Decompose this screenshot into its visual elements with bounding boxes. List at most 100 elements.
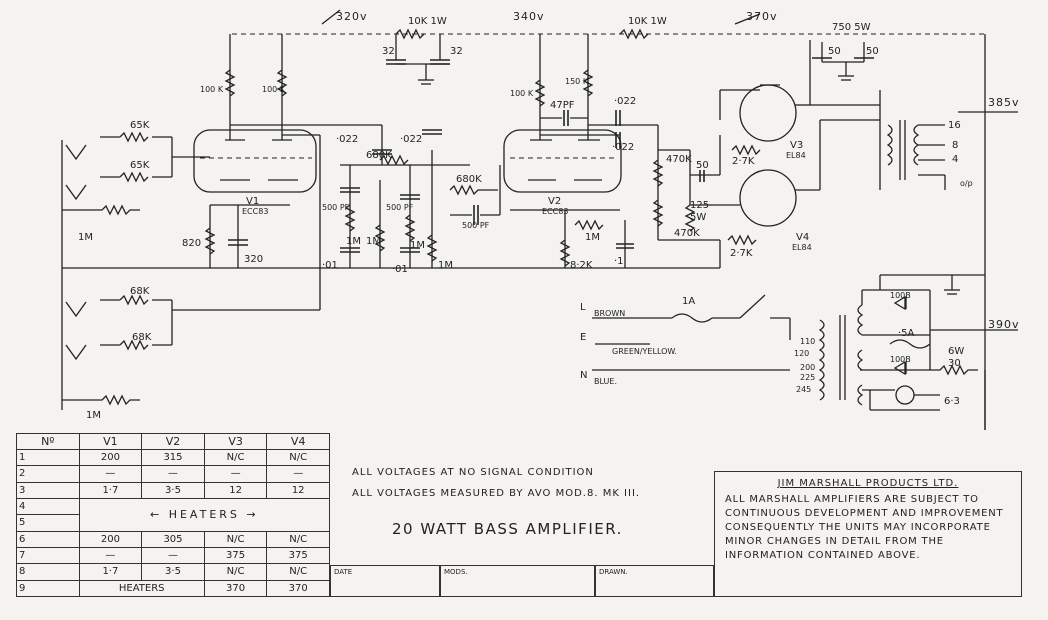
r65k-a-label: 65K <box>130 120 150 131</box>
r680k-a-label: 680K <box>366 150 392 161</box>
tube-v2 <box>503 34 658 268</box>
table-row: 6 200 305 N/C N/C <box>16 530 330 548</box>
c500pf-c-label: 500 PF <box>462 221 490 230</box>
c022-c-label: ·022 <box>614 96 636 107</box>
col-v3: V3 <box>203 433 268 450</box>
model-title: 20 WATT BASS AMPLIFIER. <box>392 520 623 538</box>
r100k-c-label: 100 K <box>510 89 534 98</box>
r100k-b-label: 100 K <box>262 85 286 94</box>
heaters-label: ← HEATERS → <box>78 497 331 532</box>
green-label: GREEN/YELLOW. <box>612 347 677 356</box>
mains-n-label: N <box>580 370 587 381</box>
col-no: Nº <box>16 433 80 450</box>
r1m-v2-label: 1M <box>585 232 600 243</box>
table-row: 4 ← HEATERS → <box>16 497 331 532</box>
table-row: 1 200 315 N/C N/C <box>16 448 330 467</box>
company-name: JIM MARSHALL PRODUCTS LTD. <box>777 478 959 489</box>
title-block: DATE MODS. DRAWN. <box>330 565 714 597</box>
r30w-label: 6W <box>948 346 964 357</box>
c01-a-label: ·01 <box>322 260 338 271</box>
drawn-cell: DRAWN. <box>595 565 714 597</box>
v2-label: V2 <box>548 196 561 207</box>
r125w-label: 5W <box>690 212 706 223</box>
fuse2-label: ·5A <box>898 328 915 339</box>
c022-a-label: ·022 <box>336 134 358 145</box>
r27k-b-label: 2·7K <box>730 248 753 259</box>
mods-cell: MODS. <box>440 565 595 597</box>
r65k-b-label: 65K <box>130 160 150 171</box>
fuse-label: 1A <box>682 296 695 307</box>
pot1m-a-label: 1M <box>346 236 361 247</box>
filter-block-2: 10K 1W 750 5W 50 50 <box>619 16 879 81</box>
svg-text:32: 32 <box>382 46 395 57</box>
col-v1: V1 <box>78 433 143 450</box>
r30-label: 30 <box>948 358 961 369</box>
voltage-table-header: Nº V1 V2 V3 V4 <box>16 433 330 450</box>
voltage-340v: 340v <box>513 10 545 23</box>
tap225-label: 225 <box>800 373 815 382</box>
out8-label: 8 <box>952 140 958 151</box>
svg-text:32: 32 <box>450 46 463 57</box>
mains-l-label: L <box>580 302 586 313</box>
company-box: JIM MARSHALL PRODUCTS LTD. ALL MARSHALL … <box>714 471 1022 597</box>
svg-text:10K 1W: 10K 1W <box>628 16 667 27</box>
note-line-2: ALL VOLTAGES MEASURED BY AVO MOD.8. MK I… <box>352 488 641 499</box>
r1m-in-a-label: 1M <box>78 232 93 243</box>
r470k-a-label: 470K <box>666 154 692 165</box>
tap120-label: 120 <box>794 349 809 358</box>
company-disclaimer: ALL MARSHALL AMPLIFIERS ARE SUBJECT TO C… <box>725 494 1004 561</box>
blue-label: BLUE. <box>594 377 617 386</box>
tap200-label: 200 <box>800 363 815 372</box>
v1-type-label: ECC83 <box>242 207 268 216</box>
diode2-label: 100B <box>890 355 911 364</box>
date-cell: DATE <box>330 565 440 597</box>
table-row: 7 — — 375 375 <box>16 546 330 565</box>
r68k-b-label: 68K <box>132 332 152 343</box>
svg-text:750 5W: 750 5W <box>832 22 871 33</box>
svg-text:10K 1W: 10K 1W <box>408 16 447 27</box>
c500pf-b-label: 500 PF <box>386 203 414 212</box>
svg-text:50: 50 <box>866 46 879 57</box>
tap110-label: 110 <box>800 337 815 346</box>
voltage-table: Nº V1 V2 V3 V4 1 200 315 N/C N/C 2 — — —… <box>16 433 331 598</box>
r82k-label: 8·2K <box>570 260 593 271</box>
voltage-385v: 385v <box>988 96 1020 109</box>
r470k-b-label: 470K <box>674 228 700 239</box>
voltage-390v: 390v <box>988 318 1020 331</box>
r100k-a-label: 100 K <box>200 85 224 94</box>
tone-network <box>340 125 501 268</box>
pot1m-b-label: 1M <box>366 236 381 247</box>
v3-label: V3 <box>790 140 803 151</box>
mains-e-label: E <box>580 332 586 343</box>
tap245-label: 245 <box>796 385 811 394</box>
r125-label: 125 <box>690 200 709 211</box>
power-supply <box>592 274 986 430</box>
c022-b-label: ·022 <box>400 134 422 145</box>
table-row: 2 — — — — <box>16 465 330 483</box>
c320-label: 320 <box>244 254 263 265</box>
c022-d-label: ·022 <box>612 142 634 153</box>
note-line-1: ALL VOLTAGES AT NO SIGNAL CONDITION <box>352 467 594 478</box>
table-row: 8 1·7 3·5 N/C N/C <box>16 563 330 581</box>
tube-v1 <box>193 34 382 268</box>
c500pf-a-label: 500 PF <box>322 203 350 212</box>
out16-label: 16 <box>948 120 961 131</box>
voltage-320v: 320v <box>336 10 368 23</box>
r27k-a-label: 2·7K <box>732 156 755 167</box>
v2-type-label: ECC83 <box>542 207 568 216</box>
col-v2: V2 <box>141 433 205 450</box>
r150k-label: 150 K <box>565 77 589 86</box>
c1-label: ·1 <box>614 256 624 267</box>
c50-label: 50 <box>696 160 709 171</box>
pot1m-c-label: 1M <box>410 240 425 251</box>
col-v4: V4 <box>266 433 330 450</box>
heat63-label: 6·3 <box>944 396 960 407</box>
v1-label: V1 <box>246 196 259 207</box>
out4-label: 4 <box>952 154 958 165</box>
v4-label: V4 <box>796 232 809 243</box>
r820-label: 820 <box>182 238 201 249</box>
r1m-in-b-label: 1M <box>86 410 101 421</box>
pot1m-d-label: 1M <box>438 260 453 271</box>
table-row: 9 HEATERS 370 370 <box>16 579 330 598</box>
